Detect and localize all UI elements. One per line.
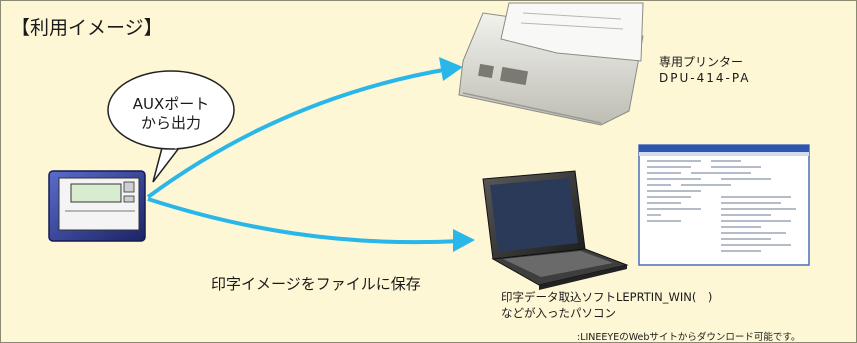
arrow-to-pc [147, 197, 475, 252]
printer-icon [458, 2, 644, 126]
callout-line-2: から出力 [140, 114, 201, 132]
printer-label-line-1: 専用プリンター [659, 55, 744, 69]
laptop-icon [482, 170, 629, 290]
software-window-icon [638, 144, 810, 266]
printer-label-line-2: DPU-414-PA [659, 71, 751, 85]
footnote: :LINEEYEのWebサイトからダウンロード可能です。 [577, 332, 801, 343]
device-icon [48, 170, 146, 242]
pc-label-line-2: などが入ったパソコン [501, 306, 616, 320]
callout-line-1: AUXポート [132, 95, 210, 113]
arrow-to-printer [146, 57, 463, 199]
speech-bubble [107, 70, 235, 183]
diagram-title: 【利用イメージ】 [11, 17, 163, 39]
arrow-label: 印字イメージをファイルに保存 [211, 275, 421, 293]
pc-label-line-1: 印字データ取込ソフトLEPRTIN_WIN( ) [501, 290, 713, 304]
